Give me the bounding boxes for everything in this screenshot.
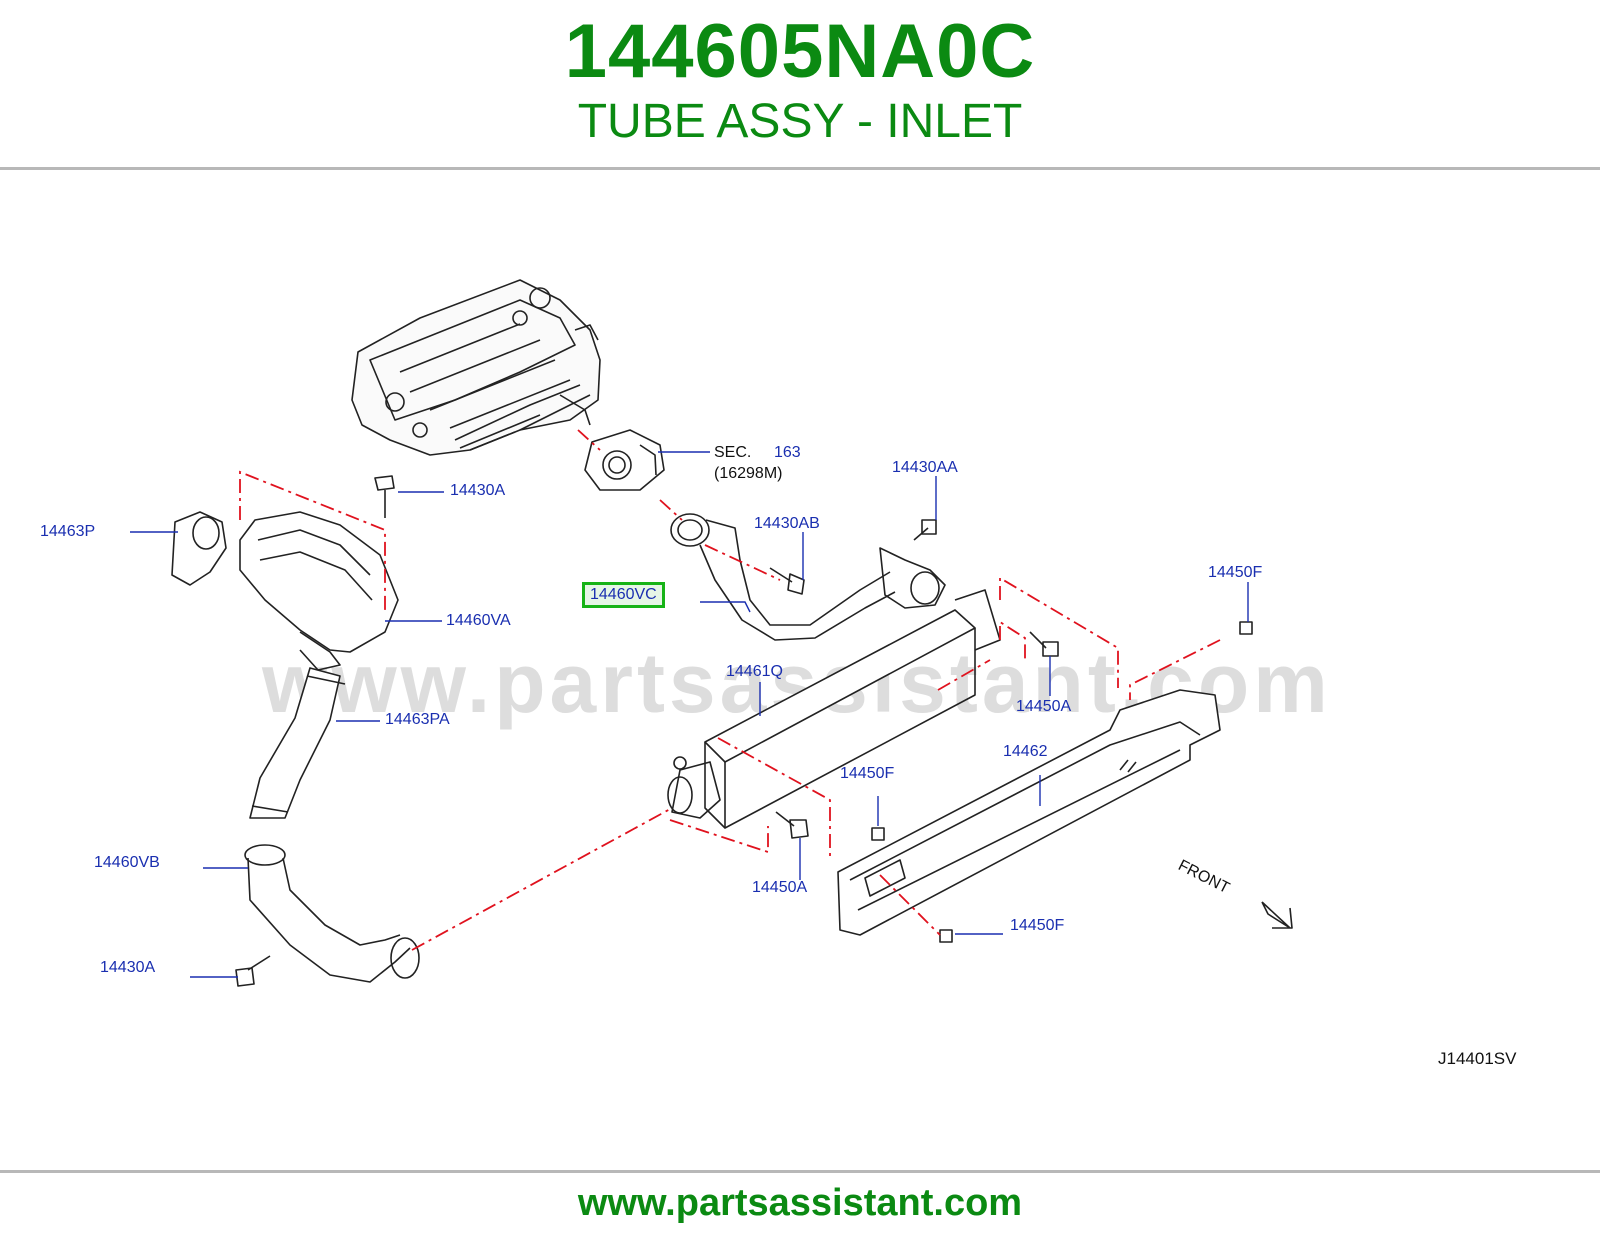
callout-14450F-right[interactable]: 14450F (1208, 564, 1263, 581)
bottom-divider (0, 1170, 1600, 1173)
diagram-drawing (130, 279, 1293, 987)
intercooler-drawing (667, 589, 1001, 829)
callout-14450A-right[interactable]: 14450A (1016, 698, 1072, 715)
callout-14430AB[interactable]: 14430AB (754, 515, 820, 532)
section-number-link[interactable]: 163 (774, 444, 801, 461)
bracket-drawing (837, 689, 1221, 936)
callout-14450F-mid[interactable]: 14450F (840, 765, 895, 782)
engine-head-drawing (351, 279, 601, 456)
callout-14460VC-highlighted[interactable]: 14460VC (582, 582, 665, 608)
callout-14461Q[interactable]: 14461Q (726, 663, 783, 680)
callout-14430AA[interactable]: 14430AA (892, 459, 958, 476)
parts-diagram: www.partsassistant.com (0, 171, 1600, 1168)
callout-14463PA[interactable]: 14463PA (385, 711, 450, 728)
callout-14430A-bottom[interactable]: 14430A (100, 959, 156, 976)
callout-14450F-bottom[interactable]: 14450F (1010, 917, 1065, 934)
callout-14450A-mid[interactable]: 14450A (752, 879, 808, 896)
section-reference: (16298M) (714, 465, 783, 482)
lower-tube-drawing (244, 844, 420, 983)
callout-14463P[interactable]: 14463P (40, 523, 96, 540)
footer-url-link[interactable]: www.partsassistant.com (577, 1182, 1023, 1224)
throttle-body-drawing (584, 429, 665, 491)
part-name: TUBE ASSY - INLET (577, 95, 1023, 148)
hose-drawing (249, 667, 346, 819)
callout-14460VB[interactable]: 14460VB (94, 854, 160, 871)
callout-14430A-top[interactable]: 14430A (450, 482, 506, 499)
callout-14460VA[interactable]: 14460VA (446, 612, 511, 629)
top-divider (0, 167, 1600, 170)
air-duct-drawing (171, 511, 399, 671)
callout-14462[interactable]: 14462 (1003, 743, 1048, 760)
header: 144605NA0C TUBE ASSY - INLET (0, 0, 1600, 168)
part-number: 144605NA0C (564, 9, 1036, 94)
front-arrow-icon (1261, 901, 1293, 929)
inlet-tube-drawing (670, 513, 946, 641)
figure-code: J14401SV (1438, 1049, 1517, 1068)
section-label: SEC. (714, 444, 752, 461)
